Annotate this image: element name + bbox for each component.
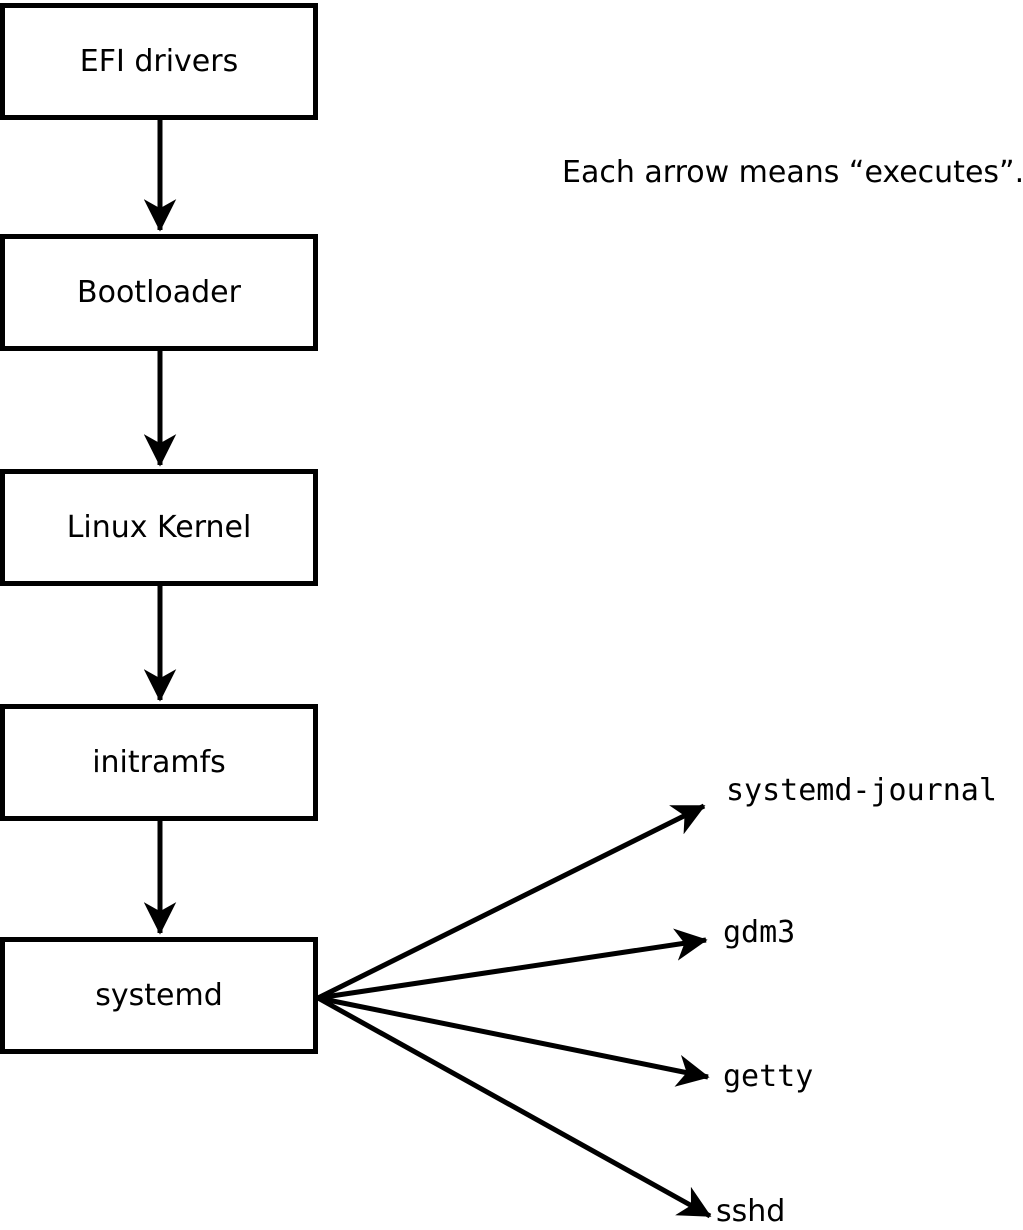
arrow-systemd-to-gdm3 — [317, 928, 708, 1001]
node-bootloader: Bootloader — [0, 234, 318, 351]
arrow-systemd-to-sshd — [316, 995, 712, 1219]
arrow-legend-note: Each arrow means “executes”. — [562, 155, 1023, 190]
label-gdm3: gdm3 — [723, 915, 796, 950]
node-initramfs: initramfs — [0, 704, 318, 821]
label-sshd: sshd — [716, 1194, 786, 1229]
node-linux-kernel: Linux Kernel — [0, 469, 318, 586]
label-getty: getty — [723, 1059, 814, 1094]
label-systemd-journal: systemd-journal — [726, 773, 997, 808]
arrow-systemd-to-getty — [317, 995, 710, 1087]
node-systemd: systemd — [0, 937, 318, 1054]
arrow-systemd-to-systemd-journal — [316, 803, 706, 1001]
node-efi-drivers: EFI drivers — [0, 3, 318, 120]
